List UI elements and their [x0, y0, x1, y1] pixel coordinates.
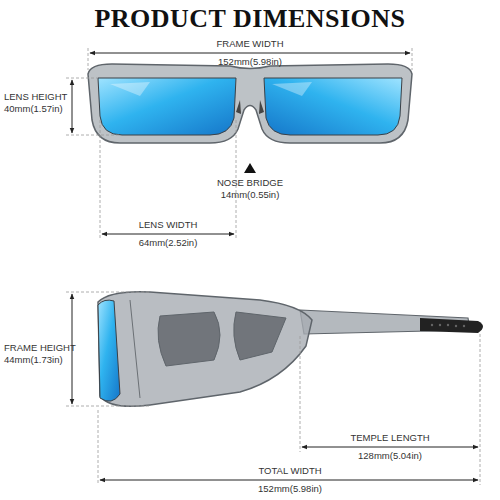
dimension-label: 152mm(5.98in) — [258, 484, 322, 495]
dimension-label: NOSE BRIDGE — [217, 178, 283, 189]
side-view — [98, 292, 483, 407]
dimension-label: 128mm(5.04in) — [358, 451, 422, 462]
front-view — [88, 64, 412, 143]
dimension-label: 64mm(2.52in) — [139, 238, 198, 249]
nose-bridge-pointer — [244, 163, 256, 173]
dimension-label: LENS HEIGHT — [4, 92, 67, 103]
dimension-label: LENS WIDTH — [139, 220, 198, 231]
dimension-label: FRAME HEIGHT — [4, 343, 76, 354]
extension-lines — [66, 292, 480, 485]
dimension-label: TEMPLE LENGTH — [350, 433, 429, 444]
extension-lines — [66, 48, 412, 240]
dimension-label: FRAME WIDTH — [216, 39, 283, 50]
dimension-label: 14mm(0.55in) — [221, 190, 280, 201]
dimension-label: TOTAL WIDTH — [258, 466, 321, 477]
dimension-label: 40mm(1.57in) — [4, 104, 63, 115]
dimension-lines — [72, 53, 478, 480]
dimension-label: 44mm(1.73in) — [4, 355, 63, 366]
dimension-label: 152mm(5.98in) — [218, 57, 282, 68]
title: PRODUCT DIMENSIONS — [94, 4, 405, 34]
